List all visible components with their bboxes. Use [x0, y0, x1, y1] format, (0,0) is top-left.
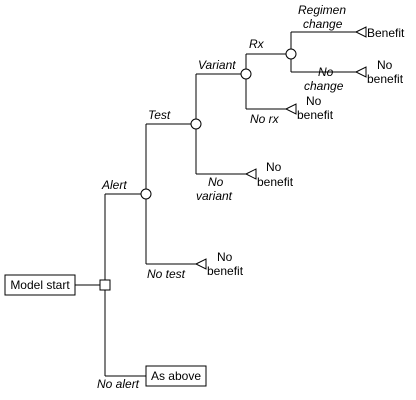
branch-label-no-change-line1: No: [318, 65, 334, 79]
outcome-no-test-line1: No: [217, 250, 233, 264]
branch-label-rx: Rx: [249, 37, 265, 51]
chance-nodes: [140, 48, 297, 200]
branch-label-regimen-line1: Regimen: [298, 3, 346, 17]
decision-node: [99, 279, 111, 291]
branch-label-no-variant-line1: No: [208, 175, 224, 189]
terminal-no-test: [194, 258, 207, 270]
outcome-no-change-line1: No: [377, 58, 393, 72]
terminal-no-rx: [284, 103, 297, 115]
chance-node-alert: [140, 188, 152, 200]
branch-label-no-test: No test: [147, 267, 186, 281]
model-start-label: Model start: [10, 278, 70, 292]
outcome-benefit: Benefit: [367, 26, 405, 40]
terminal-nodes: [194, 26, 367, 270]
branch-label-no-change-line2: change: [304, 79, 344, 93]
terminal-no-change: [354, 66, 367, 78]
branch-label-regimen-line2: change: [303, 17, 343, 31]
outcome-no-test-line2: benefit: [207, 264, 244, 278]
outcome-no-rx-line2: benefit: [297, 108, 334, 122]
model-start-box: [4, 274, 76, 296]
terminal-regimen-change: [354, 26, 367, 38]
branch-label-test: Test: [148, 108, 171, 122]
outcome-no-variant-line2: benefit: [257, 175, 294, 189]
chance-node-test: [190, 118, 202, 130]
as-above-box: [145, 365, 207, 387]
chance-node-rx: [285, 48, 297, 60]
chance-node-variant: [240, 68, 252, 80]
branch-label-alert: Alert: [101, 178, 127, 192]
outcome-no-rx-line1: No: [306, 94, 322, 108]
as-above-label: As above: [151, 369, 201, 383]
branch-label-no-alert: No alert: [97, 377, 140, 391]
outcome-no-variant-line1: No: [266, 160, 282, 174]
branch-label-no-rx: No rx: [250, 112, 280, 126]
terminal-no-variant: [244, 168, 257, 180]
branch-label-variant: Variant: [198, 58, 236, 72]
outcome-no-change-line2: benefit: [367, 72, 404, 86]
branch-label-no-variant-line2: variant: [196, 189, 233, 203]
